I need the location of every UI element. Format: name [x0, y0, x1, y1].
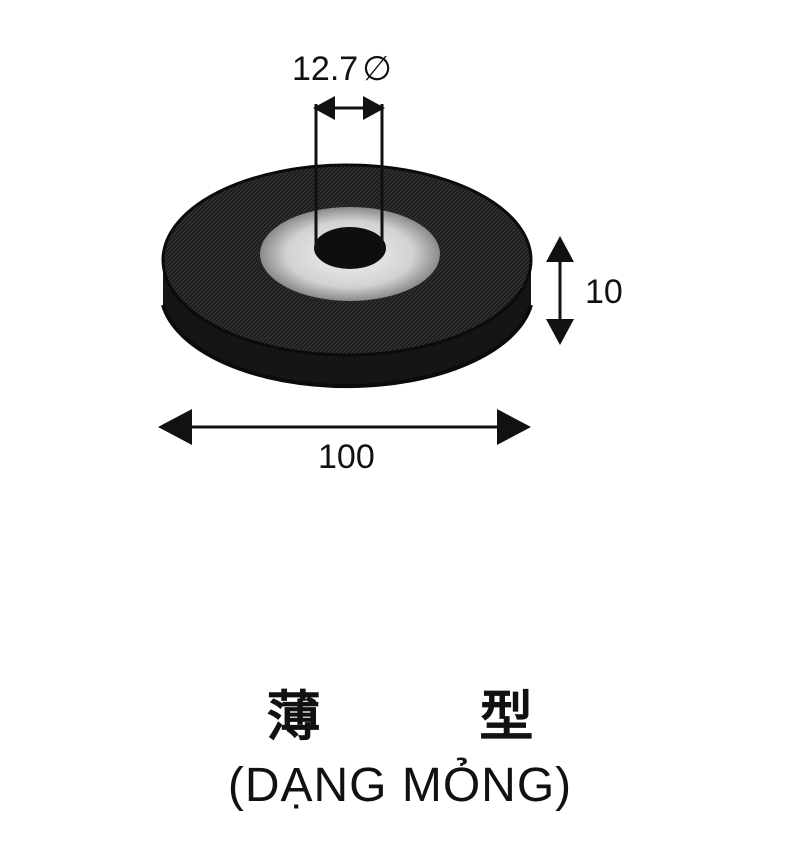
diameter-dimension [158, 409, 531, 445]
bore-dimension [313, 96, 385, 252]
bore-dimension-label: 12.7∅ [292, 50, 392, 88]
type-title-vietnamese: (DẠNG MỎNG) [227, 759, 573, 812]
thickness-dimension-label: 10 [585, 273, 623, 311]
wire-brush-wheel [161, 163, 533, 389]
type-title-chinese: 薄 型 [266, 685, 604, 748]
diameter-dimension-label: 100 [318, 438, 375, 476]
thickness-dimension [546, 236, 574, 345]
wheel-bore-hole [314, 227, 386, 269]
